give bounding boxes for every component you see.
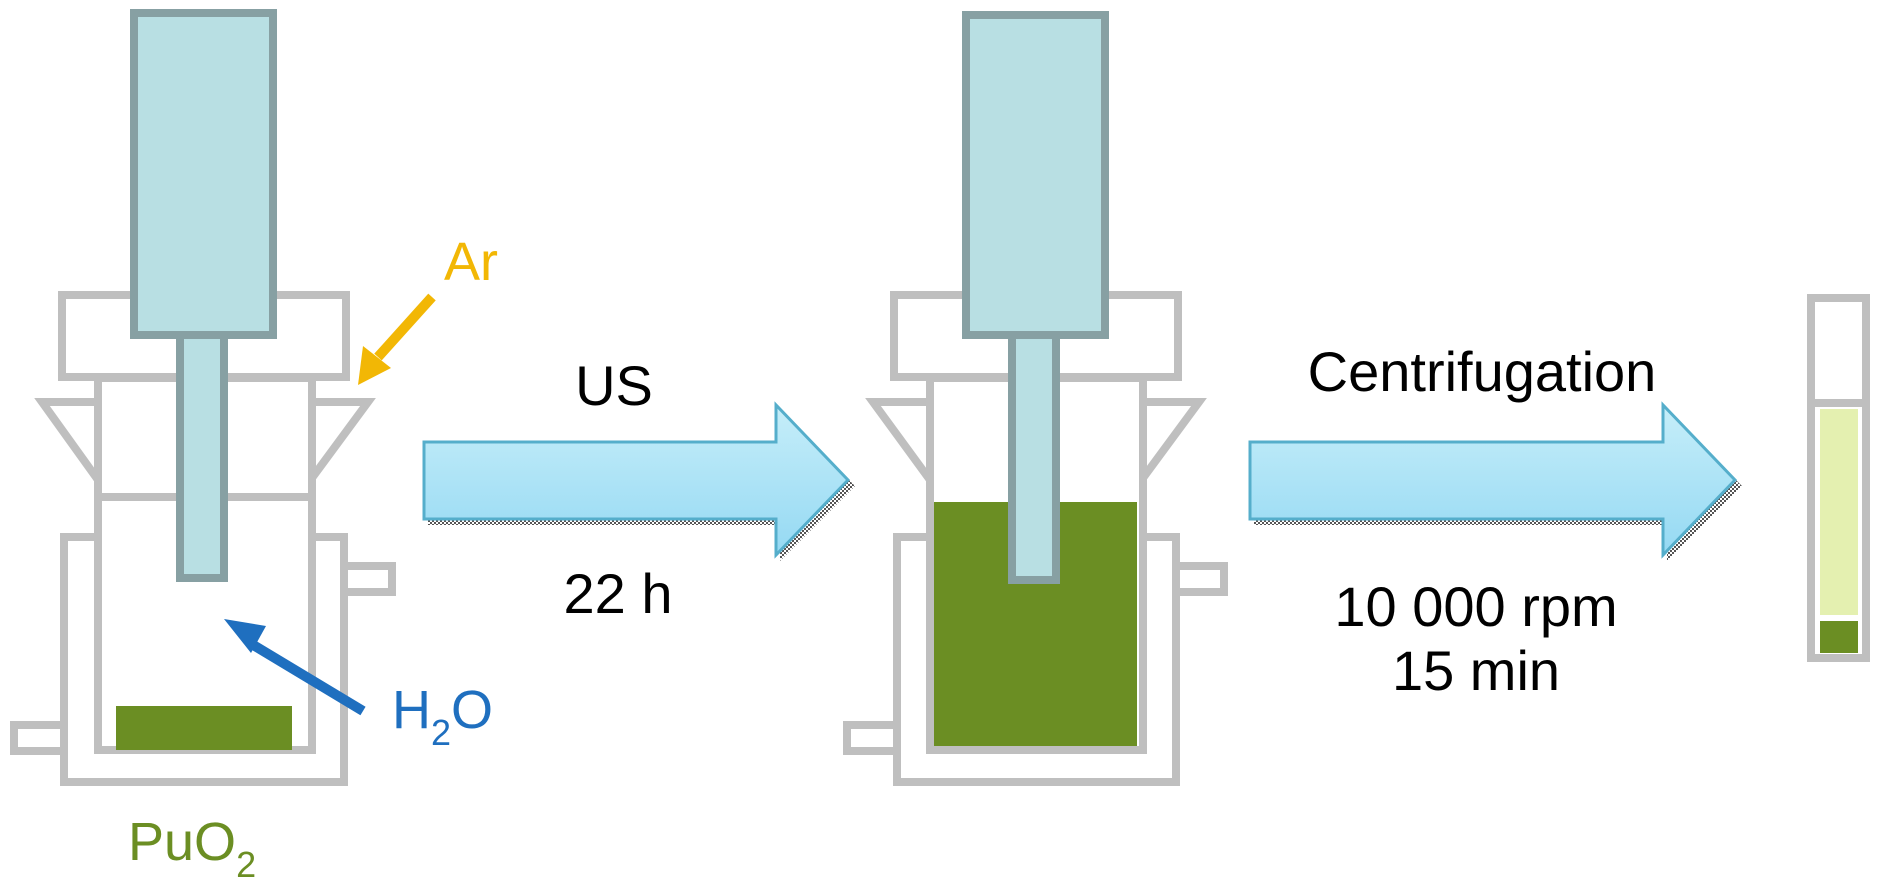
water-label-tail: O — [451, 680, 493, 740]
left-flange — [865, 398, 934, 493]
right-flange — [1139, 398, 1207, 491]
argon-arrow — [358, 293, 436, 385]
water-label-main: H — [392, 680, 431, 740]
water-label: H2O — [392, 680, 493, 753]
oxide-label-main: PuO — [128, 812, 236, 872]
sonotrode-head — [130, 9, 277, 339]
step2-bottom-line1: 10 000 rpm — [1334, 575, 1617, 638]
step1-top-label: US — [575, 354, 653, 417]
bottom-left-port — [843, 721, 901, 755]
right-port — [1172, 562, 1228, 596]
centrifuge-tube — [1807, 294, 1870, 662]
reactor-vessel-1 — [10, 9, 396, 786]
step1-bottom-label: 22 h — [564, 562, 673, 625]
process-arrow-1 — [422, 401, 855, 561]
water-arrow — [224, 619, 366, 716]
puo2-powder — [116, 706, 292, 750]
step2-bottom-line2: 15 min — [1392, 639, 1560, 702]
pellet — [1820, 621, 1858, 653]
process-arrow-2 — [1248, 401, 1742, 561]
sonotrode-rod — [176, 326, 228, 582]
water-label-subscript: 2 — [431, 712, 451, 753]
left-flange — [34, 398, 102, 493]
oxide-label: PuO2 — [128, 812, 256, 885]
oxide-label-subscript: 2 — [236, 844, 256, 885]
argon-label: Ar — [444, 232, 498, 292]
sonotrode-rod — [1008, 326, 1060, 584]
sonotrode-head — [962, 11, 1109, 339]
right-port — [340, 562, 396, 596]
bottom-left-port — [10, 721, 68, 755]
right-flange — [308, 398, 376, 491]
supernatant — [1820, 409, 1858, 615]
step2-top-label: Centrifugation — [1308, 340, 1657, 403]
reactor-vessel-2 — [843, 11, 1228, 786]
